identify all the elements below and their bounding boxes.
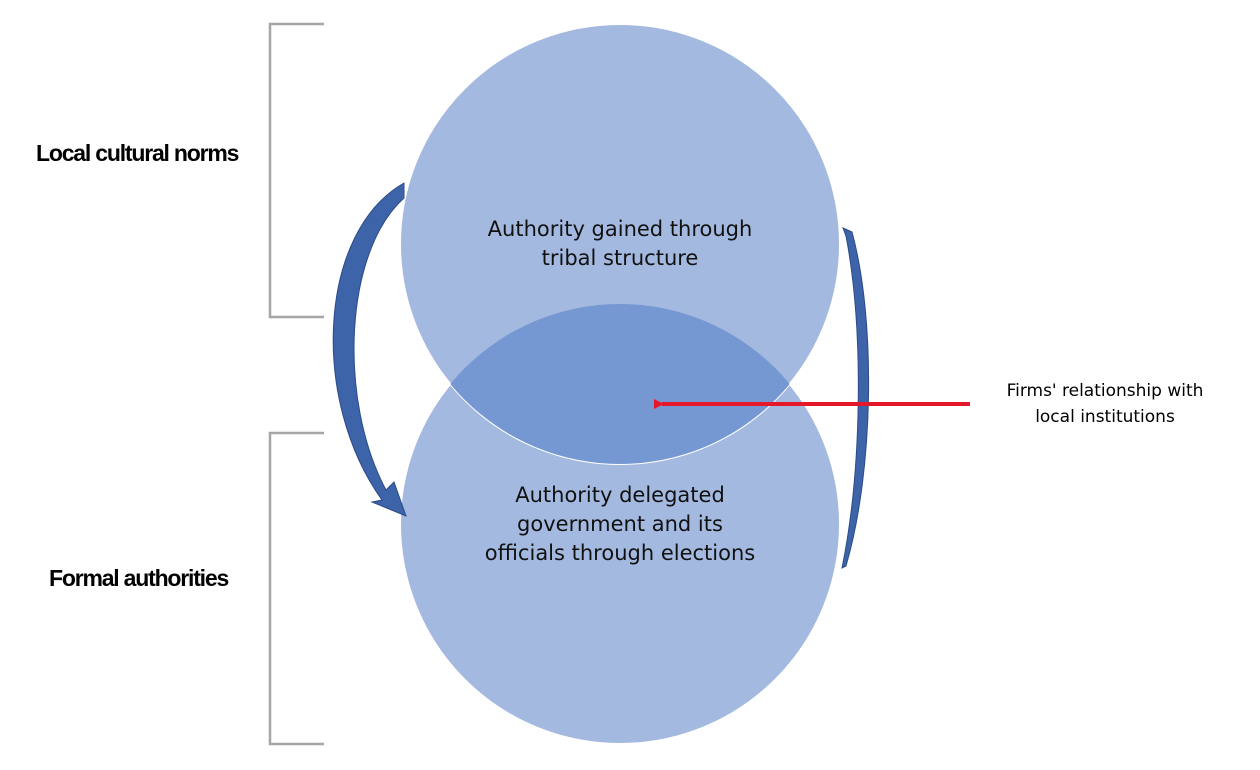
formal-authorities-label: Formal authorities [49, 565, 229, 591]
bottom-circle-text: Authority delegated government and its o… [440, 481, 800, 568]
overlap-region [400, 304, 840, 464]
left-curved-arrow [332, 182, 407, 517]
annotation-line-2: local institutions [1035, 407, 1175, 427]
top-circle-line-1: Authority gained through [487, 217, 753, 241]
right-curved-arrow [841, 227, 870, 569]
bottom-circle-line-3: officials through elections [484, 541, 756, 565]
top-circle-line-2: tribal structure [541, 246, 699, 270]
firms-relationship-annotation: Firms' relationship with local instituti… [975, 378, 1235, 430]
bottom-bracket [268, 431, 324, 746]
bottom-circle-line-2: government and its [517, 512, 723, 536]
top-bracket [268, 22, 324, 319]
top-circle-text: Authority gained through tribal structur… [440, 215, 800, 273]
bottom-circle-line-1: Authority delegated [515, 483, 725, 507]
annotation-line-1: Firms' relationship with [1006, 381, 1204, 401]
local-cultural-norms-label: Local cultural norms [36, 140, 239, 166]
